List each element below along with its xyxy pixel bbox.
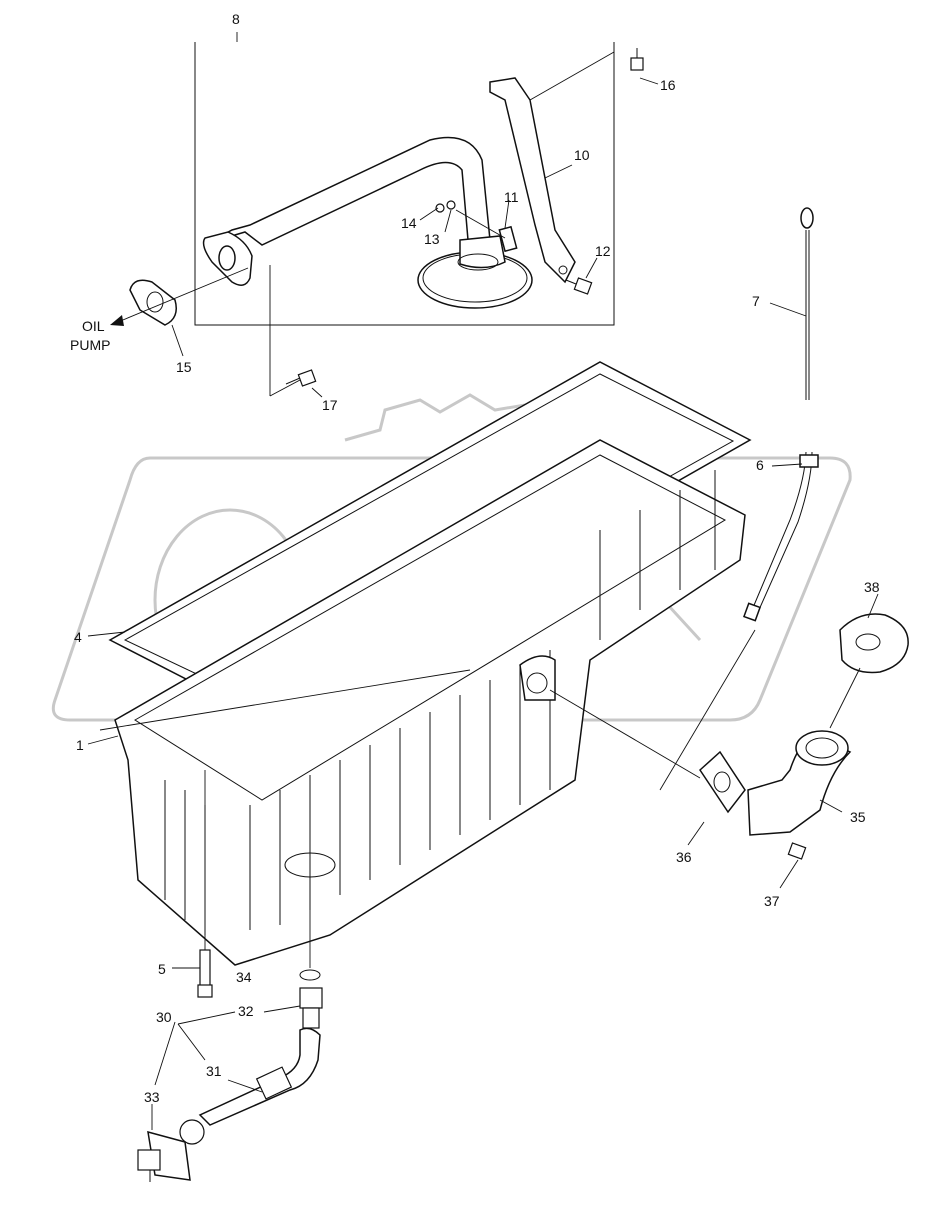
callout-36: 36	[676, 849, 692, 865]
callout-1: 1	[76, 737, 84, 753]
filler-gasket	[699, 750, 746, 814]
callout-5: 5	[158, 961, 166, 977]
bolt-17	[285, 369, 317, 387]
drain-hose	[179, 1027, 321, 1145]
callout-6: 6	[756, 457, 764, 473]
oil-suction-pipe	[202, 136, 533, 309]
callout-30: 30	[156, 1009, 172, 1025]
callout-14: 14	[401, 215, 417, 231]
callout-11: 11	[504, 189, 519, 205]
dipstick-tube	[743, 451, 819, 622]
bolt-5	[197, 949, 213, 998]
dipstick	[800, 207, 814, 400]
oil-pump-label-line1: OIL	[82, 318, 105, 334]
callout-37: 37	[764, 893, 780, 909]
callout-16: 16	[660, 77, 676, 93]
oil-filler-neck	[747, 730, 852, 836]
callout-13: 13	[424, 231, 440, 247]
callout-15: 15	[176, 359, 192, 375]
callout-10: 10	[574, 147, 590, 163]
oring-34	[299, 969, 321, 981]
oil-pan	[114, 439, 746, 966]
oil-pump-label-line2: PUMP	[70, 337, 110, 353]
filler-cap	[839, 613, 909, 674]
callout-34: 34	[236, 969, 252, 985]
callout-31: 31	[206, 1063, 222, 1079]
callout-7: 7	[752, 293, 760, 309]
drain-valve-33	[137, 1130, 191, 1182]
callout-35: 35	[850, 809, 866, 825]
callout-32: 32	[238, 1003, 254, 1019]
callout-17: 17	[322, 397, 338, 413]
bolt-37	[787, 842, 807, 860]
support-bracket	[489, 77, 576, 284]
leader-lines	[87, 51, 879, 1130]
gasket-15	[129, 279, 177, 326]
pickup-inset-frame	[194, 32, 615, 326]
callout-38: 38	[864, 579, 880, 595]
nut-14	[435, 203, 445, 213]
washer-13	[446, 200, 456, 210]
callout-33: 33	[144, 1089, 160, 1105]
adapter-32	[299, 987, 323, 1029]
callouts: 8 16 10 11 14 13 12 7 15 17 6 4 38 1 35 …	[70, 11, 880, 1105]
callout-4: 4	[74, 629, 82, 645]
callout-12: 12	[595, 243, 611, 259]
oil-pump-arrow	[110, 315, 124, 326]
callout-8: 8	[232, 11, 240, 27]
bolt-12	[565, 277, 593, 295]
bolt-16	[630, 48, 644, 71]
